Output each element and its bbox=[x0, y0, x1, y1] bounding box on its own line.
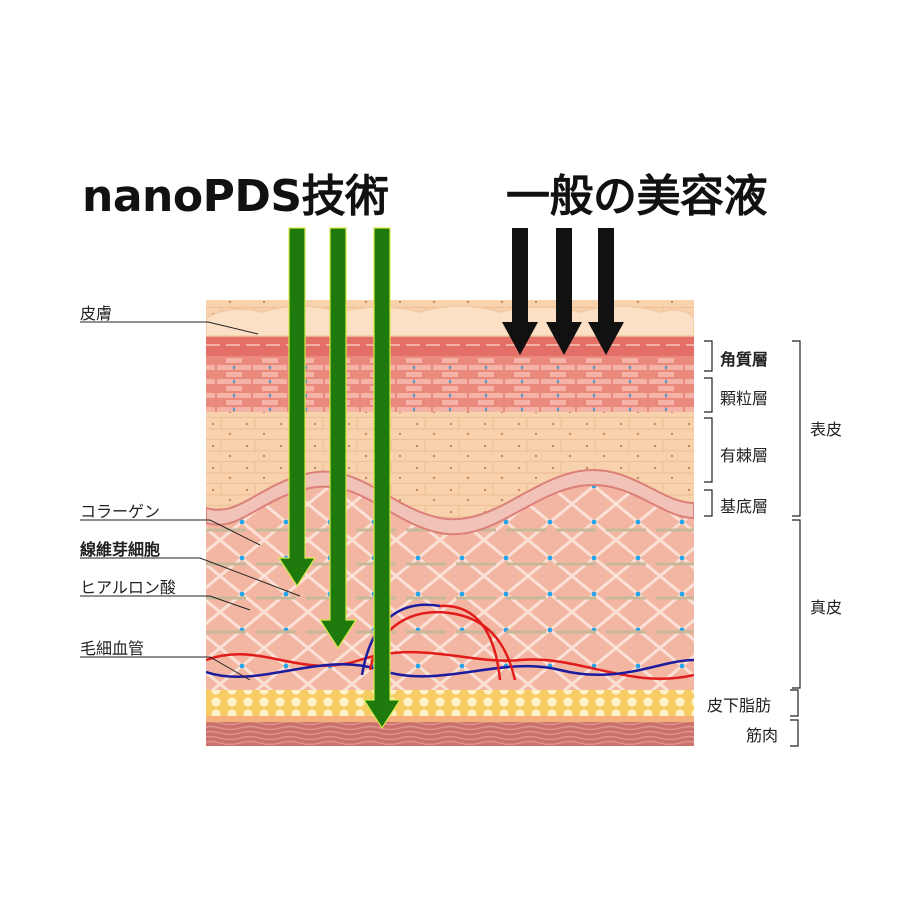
general-serum-arrows bbox=[502, 228, 624, 355]
muscle-layer bbox=[206, 722, 694, 746]
capillaries bbox=[206, 603, 694, 681]
label-fibroblast: 線維芽細胞 bbox=[80, 540, 161, 559]
bracket-muscle bbox=[790, 719, 799, 747]
bracket-spinous bbox=[704, 417, 713, 483]
skin-surface bbox=[206, 305, 694, 337]
label-epidermis: 表皮 bbox=[810, 420, 843, 439]
green-arrow-1 bbox=[277, 227, 317, 588]
layer-brackets bbox=[704, 340, 801, 747]
label-capillary: 毛細血管 bbox=[80, 639, 145, 658]
label-stratum-corneum: 角質層 bbox=[720, 350, 769, 369]
bracket-basal bbox=[704, 489, 713, 517]
label-muscle: 筋肉 bbox=[746, 726, 779, 745]
bracket-granular bbox=[704, 377, 713, 413]
skin-layers bbox=[206, 300, 694, 746]
label-dermis: 真皮 bbox=[810, 598, 843, 617]
bracket-dermis bbox=[792, 519, 801, 689]
subcutaneous-fat-layer bbox=[206, 690, 694, 716]
label-basal-layer: 基底層 bbox=[720, 497, 769, 516]
black-arrow-1 bbox=[502, 228, 538, 355]
label-spinous-layer: 有棘層 bbox=[720, 446, 769, 465]
bracket-subcutaneous-fat bbox=[790, 689, 799, 717]
general-serum-heading: 一般の美容液 bbox=[506, 171, 768, 222]
bracket-stratum-corneum bbox=[704, 340, 713, 372]
nanopds-heading: nanoPDS技術 bbox=[82, 171, 389, 222]
green-arrow-3 bbox=[362, 227, 402, 730]
label-subcutaneous-fat: 皮下脂肪 bbox=[707, 696, 772, 715]
label-hyaluronic-acid: ヒアルロン酸 bbox=[80, 578, 176, 597]
black-arrow-3 bbox=[588, 228, 624, 355]
basal-layer bbox=[206, 468, 694, 536]
label-granular-layer: 顆粒層 bbox=[720, 389, 769, 408]
green-arrow-2 bbox=[318, 227, 358, 650]
leader-lines bbox=[80, 321, 301, 681]
nanopds-arrows bbox=[277, 227, 402, 730]
bracket-epidermis bbox=[792, 340, 801, 517]
label-skin: 皮膚 bbox=[80, 304, 113, 323]
label-collagen: コラーゲン bbox=[80, 502, 161, 521]
black-arrow-2 bbox=[546, 228, 582, 355]
granular-layer bbox=[206, 356, 694, 412]
